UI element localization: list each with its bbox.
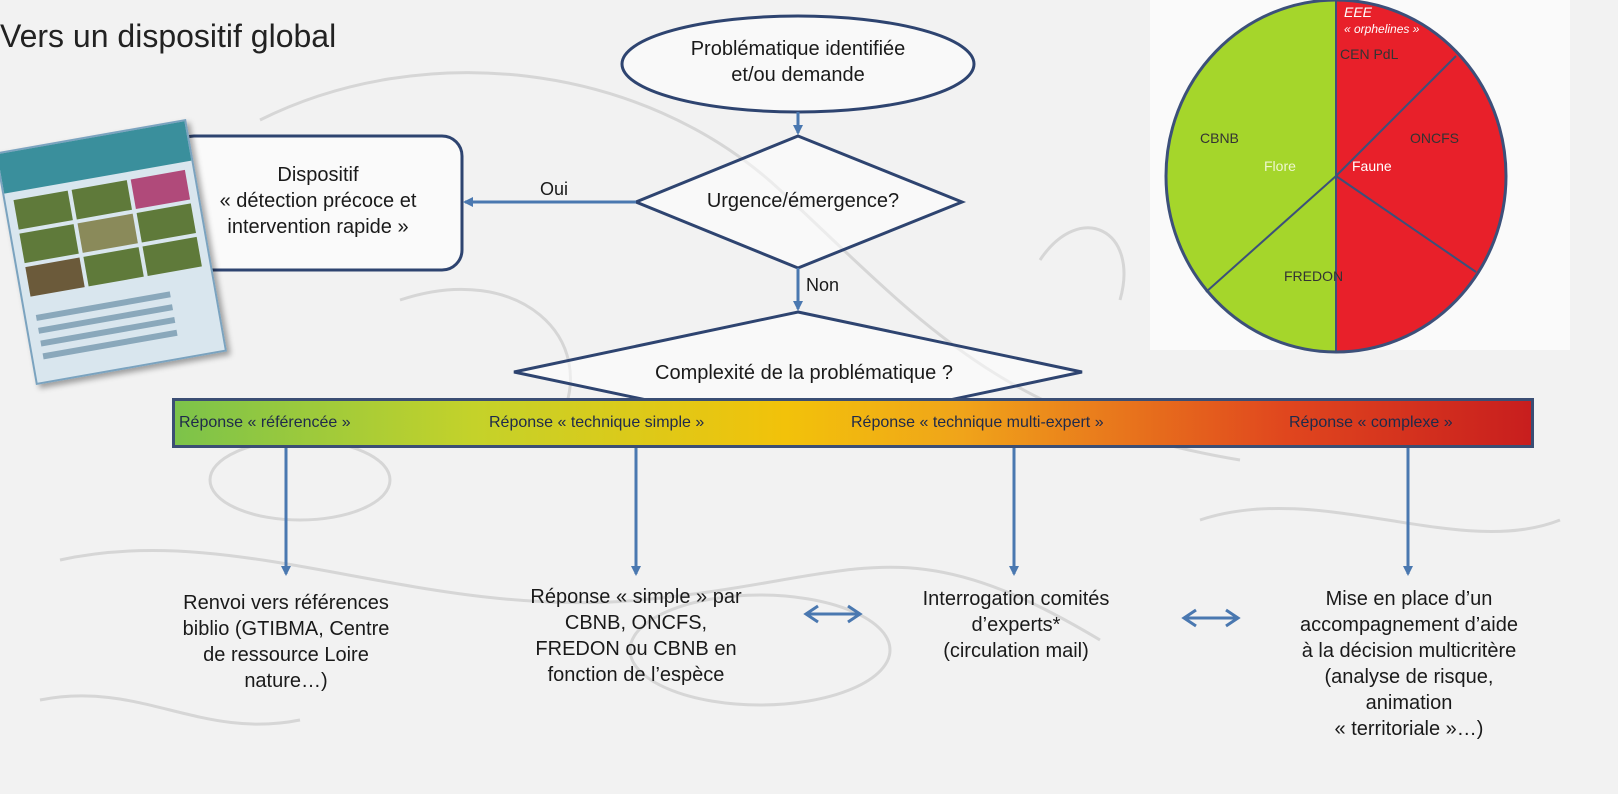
pie-label-orphelines: « orphelines » — [1344, 22, 1420, 36]
dispositif-line-2: « détection précoce et — [219, 190, 417, 212]
outcome-referencee: Renvoi vers références biblio (GTIBMA, C… — [136, 590, 436, 694]
edge-label-oui: Oui — [540, 179, 569, 199]
pie-label-faune: Faune — [1352, 158, 1392, 174]
outcome-1-line-3: de ressource Loire — [203, 644, 369, 666]
outcome-4-line-6: « territoriale »…) — [1334, 718, 1484, 740]
dispositif-line-1: Dispositif — [277, 164, 359, 186]
start-line-2: et/ou demande — [731, 64, 865, 86]
outcome-4-line-1: Mise en place d’un — [1325, 588, 1493, 610]
edge-label-non: Non — [806, 275, 840, 295]
outcome-4-line-5: animation — [1365, 692, 1453, 714]
scale-item-multi-expert: Réponse « technique multi-expert » — [851, 414, 1104, 431]
double-arrow-2-3 — [803, 604, 863, 624]
scale-item-referencee: Réponse « référencée » — [179, 414, 351, 431]
pie-label-fredon: FREDON — [1284, 268, 1344, 284]
response-scale: Réponse « référencée » Réponse « techniq… — [172, 398, 1534, 448]
urgence-text: Urgence/émergence? — [706, 190, 900, 212]
outcome-3-line-1: Interrogation comités — [922, 588, 1110, 610]
outcome-2-line-1: Réponse « simple » par — [530, 586, 742, 608]
pie-divider-ne — [1335, 55, 1457, 177]
outcome-1-line-1: Renvoi vers références — [183, 592, 389, 614]
pie-label-eee: EEE — [1344, 4, 1373, 20]
outcome-multi-expert: Interrogation comités d’experts* (circul… — [866, 586, 1166, 664]
actors-pie — [1150, 0, 1570, 354]
pie-label-cen: CEN PdL — [1340, 46, 1399, 62]
poster-thumbnail — [0, 118, 228, 386]
outcome-4-line-3: à la décision multicritère — [1301, 640, 1517, 662]
outcome-4-line-4: (analyse de risque, — [1324, 666, 1494, 688]
pie-divider-sw — [1205, 175, 1337, 293]
outcome-2-line-3: FREDON ou CBNB en — [535, 638, 737, 660]
outcome-1-line-2: biblio (GTIBMA, Centre — [182, 618, 390, 640]
scale-item-technique-simple: Réponse « technique simple » — [489, 414, 705, 431]
start-node-text: Problématique identifiée et/ou demande — [648, 36, 948, 88]
outcome-1-line-4: nature…) — [244, 670, 328, 692]
pie-divider-se — [1335, 175, 1477, 273]
outcome-complexe: Mise en place d’un accompagnement d’aide… — [1244, 586, 1574, 742]
pie-label-flore: Flore — [1264, 158, 1296, 174]
dispositif-text: Dispositif « détection précoce et interv… — [174, 162, 462, 240]
outcome-2-line-4: fonction de l’espèce — [547, 664, 725, 686]
outcome-technique-simple: Réponse « simple » par CBNB, ONCFS, FRED… — [486, 584, 786, 688]
pie-label-oncfs: ONCFS — [1410, 130, 1459, 146]
outcome-3-line-3: (circulation mail) — [943, 640, 1089, 662]
outcome-4-line-2: accompagnement d’aide — [1300, 614, 1518, 636]
pie-half-flore — [1166, 0, 1336, 352]
dispositif-line-3: intervention rapide » — [227, 216, 409, 238]
double-arrow-3-4 — [1181, 608, 1241, 628]
complexite-text: Complexité de la problématique ? — [655, 362, 953, 384]
outcome-3-line-2: d’experts* — [971, 614, 1061, 636]
outcome-2-line-2: CBNB, ONCFS, — [564, 612, 708, 634]
scale-item-complexe: Réponse « complexe » — [1289, 414, 1453, 431]
start-line-1: Problématique identifiée — [690, 38, 906, 60]
page-title: Vers un dispositif global — [0, 18, 337, 54]
pie-label-cbnb: CBNB — [1200, 130, 1239, 146]
